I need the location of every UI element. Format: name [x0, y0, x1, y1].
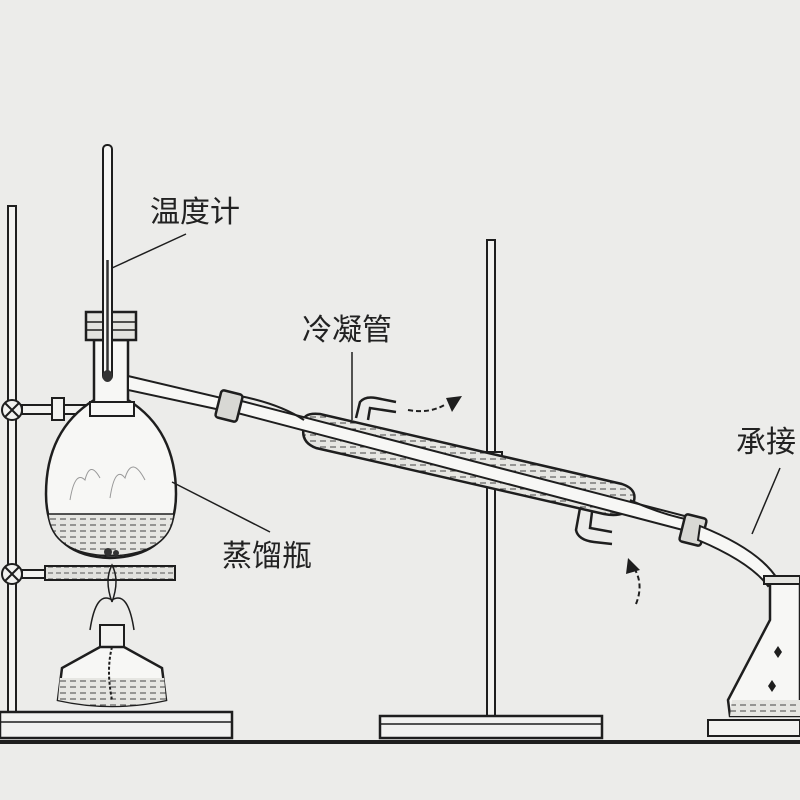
receiving-flask	[707, 575, 800, 737]
left-iron-stand	[0, 205, 234, 740]
water-flow-arrows	[407, 396, 641, 605]
condenser-label: 冷凝管	[302, 313, 392, 348]
thermometer-leader	[111, 233, 187, 269]
alcohol-lamp	[56, 563, 168, 708]
adapter	[696, 524, 780, 588]
wire-gauze	[44, 565, 176, 581]
receiver-label: 承接	[736, 425, 796, 460]
distilling-flask-label: 蒸馏瓶	[222, 539, 312, 574]
flask-leader	[171, 481, 271, 533]
condenser	[214, 389, 708, 547]
thermometer	[102, 144, 113, 382]
distilling-flask	[44, 310, 231, 560]
receiver-leader	[751, 467, 781, 535]
thermometer-label: 温度计	[150, 195, 240, 230]
